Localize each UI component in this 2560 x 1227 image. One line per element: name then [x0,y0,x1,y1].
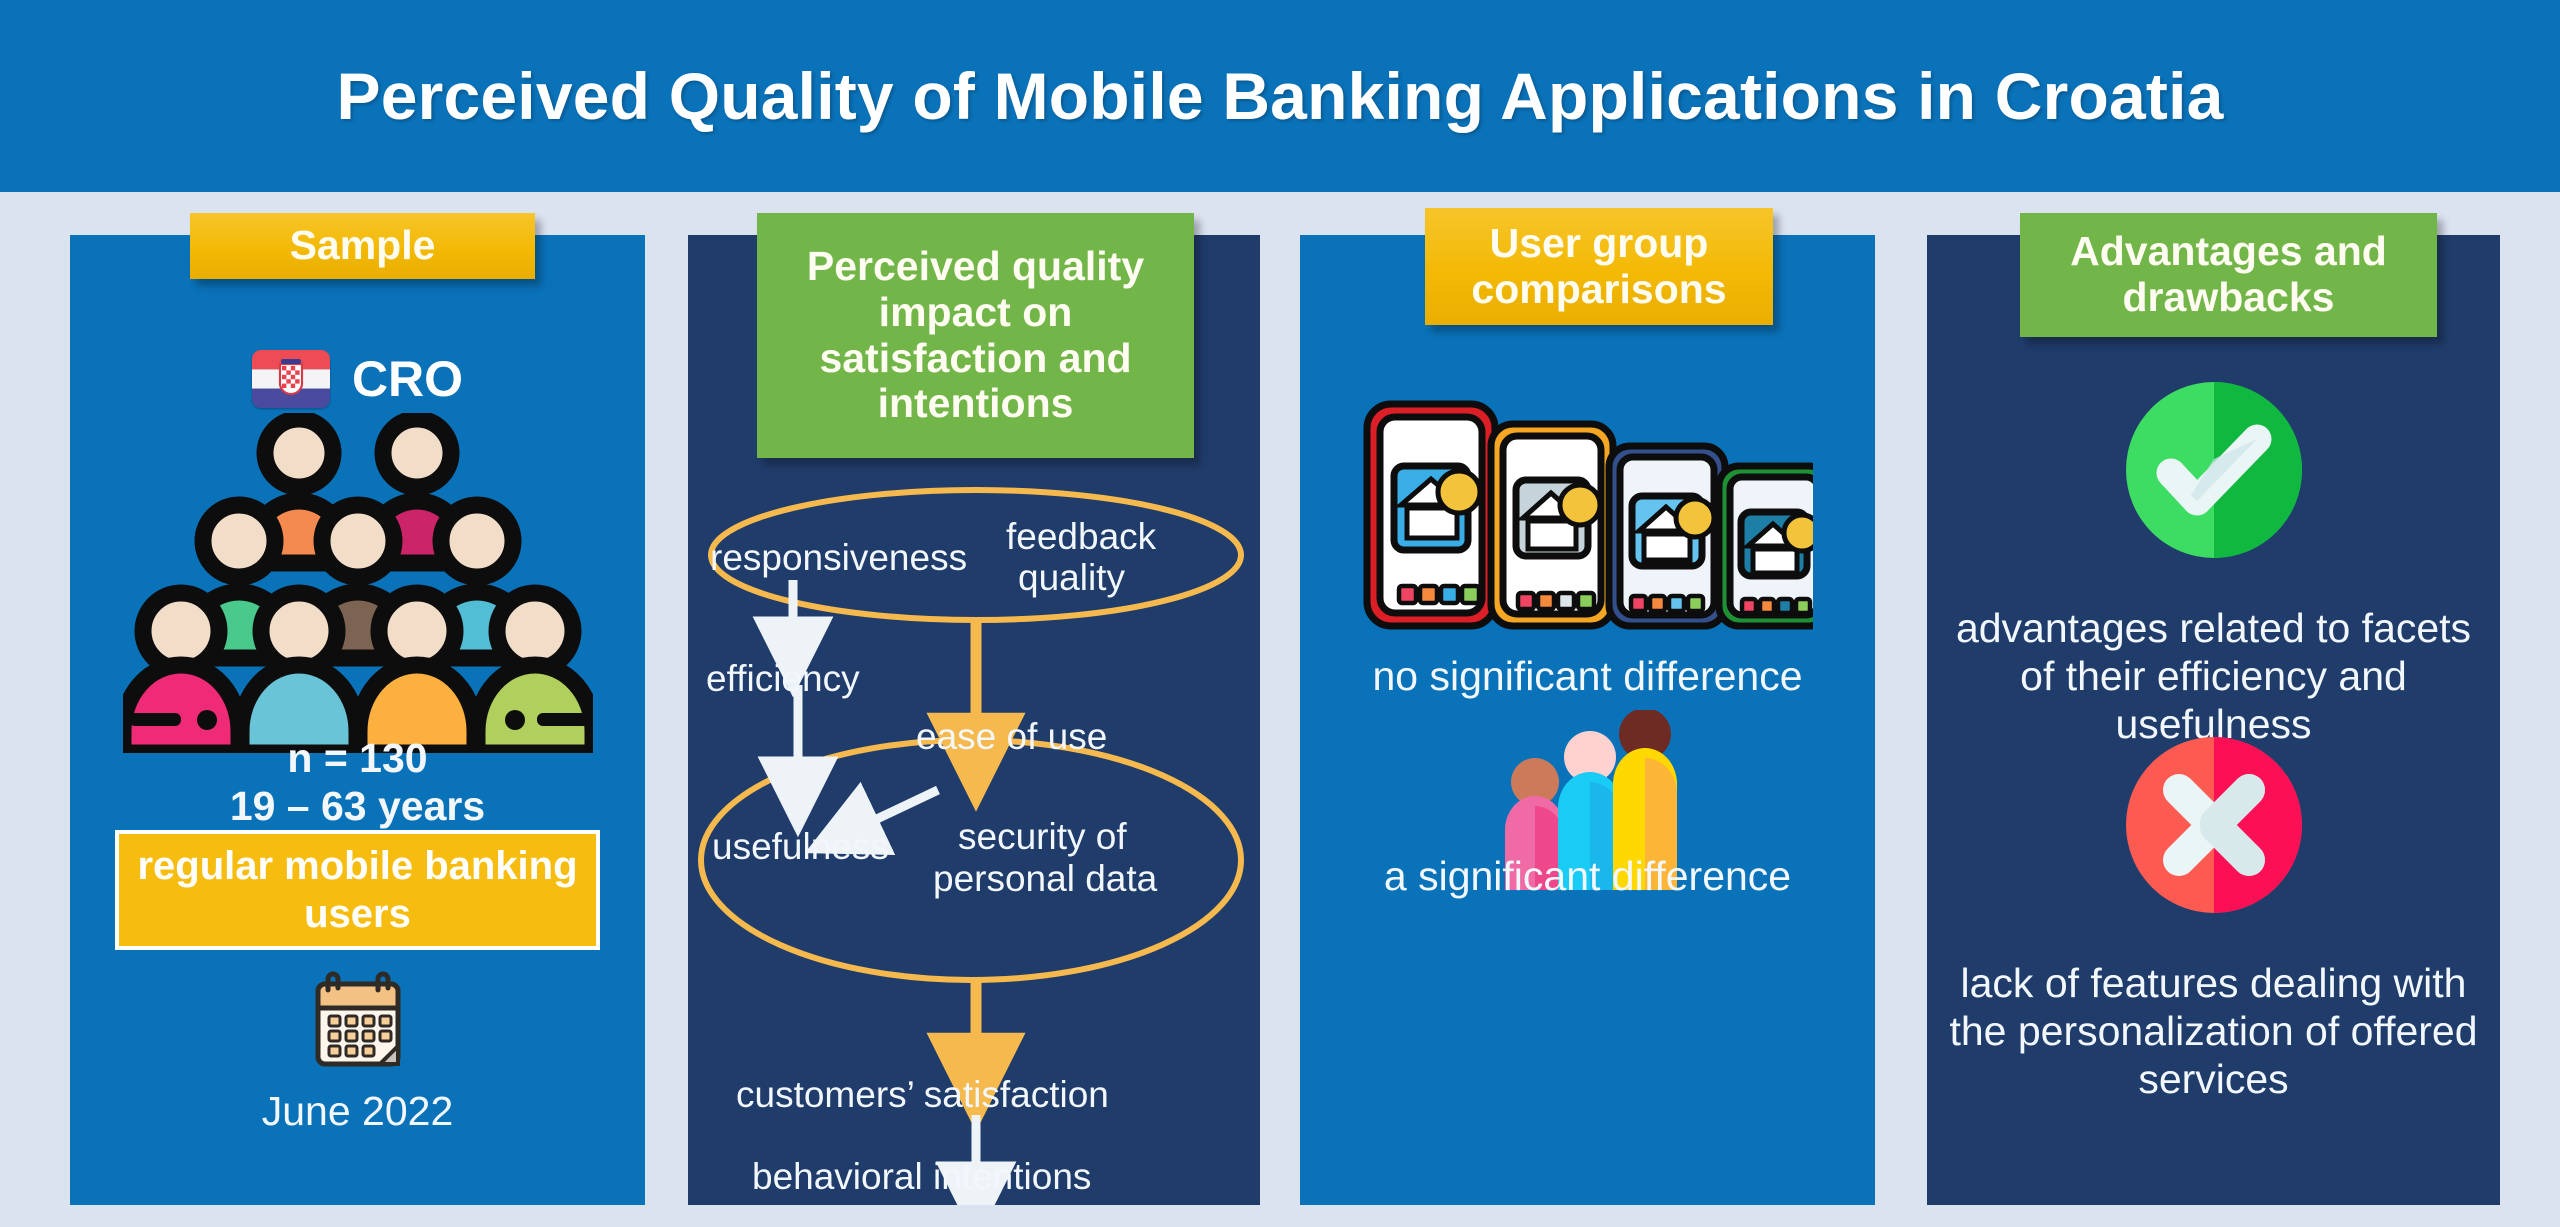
country-row: CRO [70,350,645,408]
three-people-icon [1488,708,1688,896]
drawbacks-text: lack of features dealing with the person… [1949,960,2478,1102]
cross-circle-icon [2124,735,2304,920]
node-customers-satisfaction: customers’ satisfaction [736,1074,1109,1115]
check-circle-icon [2124,380,2304,565]
panel-user-group-background: no significant difference [1300,235,1875,1205]
node-usefulness: usefulness [712,826,889,867]
age-range: 19 – 63 years [229,782,486,829]
badge-advantages-drawbacks: Advantages and drawbacks [2020,213,2437,337]
header-bar: Perceived Quality of Mobile Banking Appl… [0,0,2560,192]
study-date: June 2022 [261,1088,454,1134]
caption-a-significant-difference: a significant difference [1383,853,1792,899]
panel-advantages-drawbacks: advantages related to facets of their ef… [1927,235,2500,1205]
node-feedback-quality-line1: feedback [1006,516,1157,557]
regular-users-box: regular mobile banking users [115,830,600,950]
sample-stats: n = 130 19 – 63 years [70,735,645,830]
page-title: Perceived Quality of Mobile Banking Appl… [336,59,2224,133]
node-ease-of-use: ease of use [916,716,1108,757]
badge-user-group-comparisons: User group comparisons [1425,208,1773,325]
quality-model-diagram: responsiveness feedback quality efficien… [688,235,1260,1227]
panel-advantages-background: advantages related to facets of their ef… [1927,235,2500,1205]
node-responsiveness: responsiveness [710,537,968,578]
panel-user-group-comparisons: no significant difference [1300,235,1875,1205]
node-security-line1: security of [958,816,1127,857]
node-security-line2: personal data [933,858,1158,899]
node-feedback-quality-line2: quality [1018,557,1125,598]
panel-sample: CRO [70,235,645,1205]
badge-sample: Sample [190,213,535,279]
mobile-banking-phones-icon [1363,400,1832,635]
node-efficiency: efficiency [706,658,860,699]
croatia-flag-icon [251,350,330,408]
panel-sample-background: CRO [70,235,645,1205]
node-behavioral-intentions: behavioral intentions [752,1156,1092,1197]
advantages-text: advantages related to facets of their ef… [1955,605,2472,747]
country-code-label: CRO [351,351,464,407]
badge-perceived-quality: Perceived quality impact on satisfaction… [757,213,1194,458]
crowd-people-icon [114,410,601,762]
caption-no-significant-difference: no significant difference [1372,653,1803,699]
calendar-icon [310,970,406,1075]
sample-size: n = 130 [287,735,428,781]
